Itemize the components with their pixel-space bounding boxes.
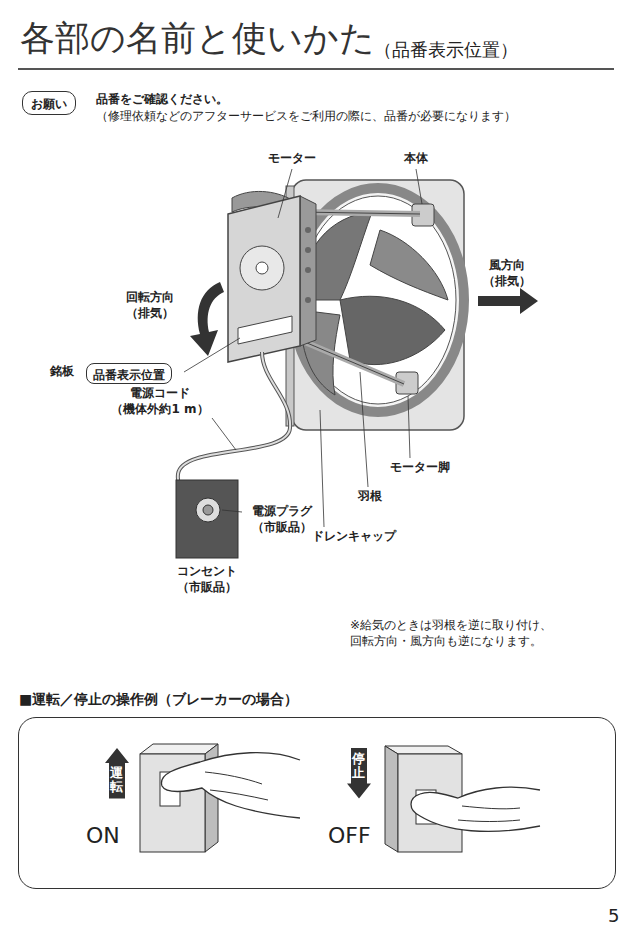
- part-name: ドレンキャップ: [312, 529, 396, 545]
- part-name: モーター脚: [390, 460, 450, 476]
- motor-leg: [300, 340, 404, 384]
- leader-line: [222, 510, 242, 512]
- state-label: ON: [86, 822, 120, 851]
- note-text: 品番をご確認ください。: [96, 92, 228, 108]
- rotation-arrow: [190, 282, 224, 356]
- page-number: 5: [608, 904, 619, 927]
- fan-ring-inner: [300, 196, 456, 404]
- box-text: 品番表示位置: [93, 368, 165, 382]
- blade: [340, 296, 445, 364]
- hand: [205, 772, 268, 800]
- fan-body: [292, 180, 464, 430]
- wind-arrow: [478, 288, 538, 314]
- part-name: 電源コード （機体外約1 m）: [103, 386, 217, 417]
- part-name: 電源プラグ （市販品）: [242, 504, 322, 535]
- blade: [370, 230, 448, 300]
- hand: [458, 806, 520, 822]
- outlet: [176, 480, 238, 558]
- arrow-text: 停止: [352, 752, 365, 781]
- part-name: コンセント （市販品）: [166, 564, 248, 595]
- screw: [305, 227, 311, 233]
- plug: [196, 498, 220, 522]
- box-text: お願い: [31, 97, 67, 111]
- title-rule: [18, 68, 614, 70]
- direction-label: 回転方向 （排気）: [119, 290, 181, 321]
- part-name: 本体: [386, 151, 446, 167]
- screw: [305, 297, 311, 303]
- leader-line: [320, 410, 324, 527]
- arrow-shape: [347, 748, 371, 799]
- note-text: ※給気のときは羽根を逆に取り付け、 回転方向・風方向も逆になります。: [350, 618, 572, 649]
- motor-shaft: [256, 262, 268, 274]
- up-arrow: 運転: [105, 748, 129, 799]
- page-title: 各部の名前と使いかた: [20, 16, 375, 62]
- leader-line: [416, 169, 422, 204]
- state-label: OFF: [328, 822, 371, 851]
- leader-line: [278, 169, 292, 218]
- part-name: モーター: [252, 151, 332, 167]
- leader-line: [212, 418, 236, 450]
- note-text: （修理依頼などのアフターサービスをご利用の際に、品番が必要になります）: [96, 109, 516, 125]
- arrow-text: 運転: [110, 766, 123, 795]
- hand: [411, 787, 540, 831]
- plug: [203, 505, 213, 515]
- direction-label: 風方向 （排気）: [476, 258, 538, 289]
- motor-leg: [300, 212, 420, 214]
- leader-line: [184, 338, 240, 372]
- part-name: 銘板: [50, 364, 74, 380]
- leader-line: [408, 396, 410, 458]
- panel-heading: ■運転／停止の操作例（ブレーカーの場合）: [19, 690, 298, 708]
- nameplate-box: 品番表示位置: [86, 363, 172, 384]
- screw: [305, 247, 311, 253]
- leader-line: [360, 372, 368, 487]
- hand: [161, 753, 300, 818]
- part-name: 羽根: [358, 489, 382, 505]
- motor: [228, 196, 300, 362]
- title-sub: （品番表示位置）: [374, 38, 518, 61]
- screw: [305, 267, 311, 273]
- nameplate: [238, 316, 292, 344]
- switch-box: [385, 746, 398, 852]
- motor-leg: [300, 212, 420, 214]
- fan-ring: [292, 188, 464, 412]
- motor-leg: [300, 340, 404, 384]
- operation-panel: ■運転／停止の操作例（ブレーカーの場合）運転停止: [18, 717, 616, 889]
- arrow-shape: [105, 748, 129, 799]
- down-arrow: 停止: [347, 748, 371, 799]
- motor-side: [300, 196, 316, 346]
- motor-hub: [240, 246, 284, 290]
- notice-badge: お願い: [22, 91, 76, 115]
